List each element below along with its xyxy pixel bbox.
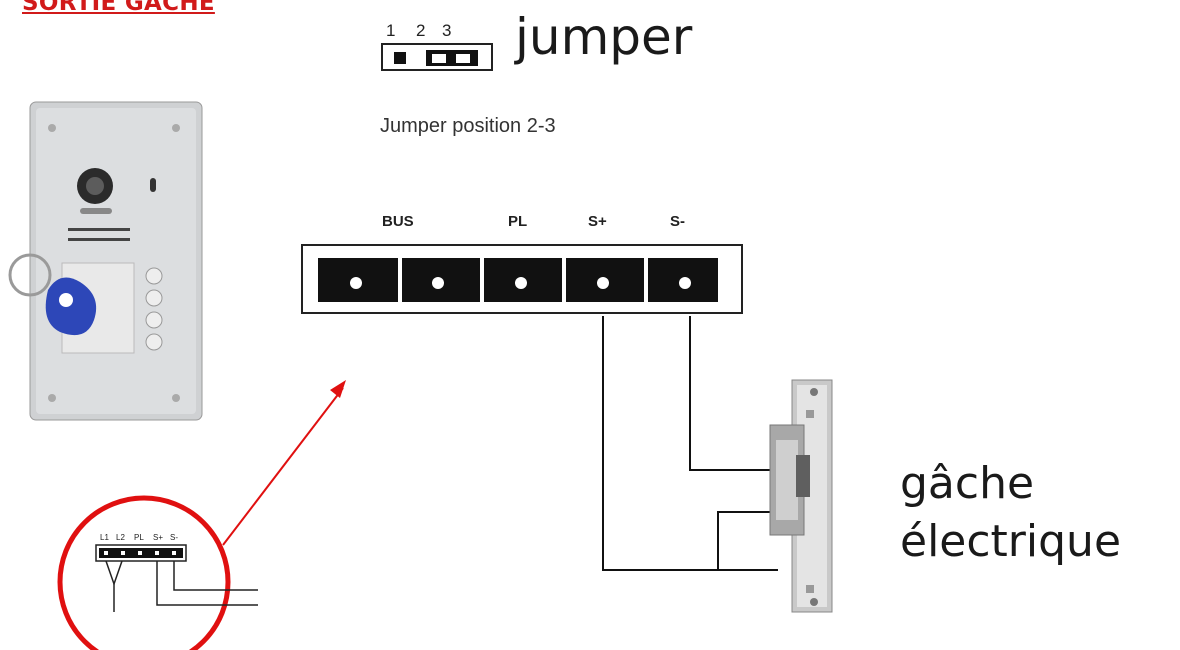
jumper-pin-1: 1	[386, 21, 395, 40]
terminal-screw-4	[597, 277, 609, 289]
key-fob-icon	[8, 253, 97, 336]
jumper-icon: 1 2 3	[381, 21, 493, 71]
mini-label-pl: PL	[134, 533, 144, 542]
terminal-block	[301, 244, 743, 314]
jumper-pin-3: 3	[442, 21, 451, 40]
terminal-screw-5	[679, 277, 691, 289]
door-station-icon	[8, 101, 203, 421]
terminal-label-pl: PL	[508, 213, 528, 230]
terminal-screw-1	[350, 277, 362, 289]
terminal-label-s-minus: S-	[670, 213, 685, 230]
mini-label-l1: L1	[100, 533, 109, 542]
lock-wires	[602, 316, 778, 571]
electric-strike-label-line2: électrique	[900, 516, 1122, 567]
highlight-circle	[57, 495, 231, 650]
page-title: SORTIE GACHE	[22, 0, 215, 16]
mini-label-s-minus: S-	[170, 533, 178, 542]
electric-strike-label: gâche électrique	[900, 455, 1121, 571]
jumper-label: jumper	[515, 8, 693, 66]
mini-label-s-plus: S+	[153, 533, 163, 542]
mini-label-l2: L2	[116, 533, 125, 542]
terminal-screw-3	[515, 277, 527, 289]
electric-strike-icon	[769, 379, 833, 613]
speaker-grille	[68, 228, 130, 241]
arrow-indicator	[222, 380, 346, 546]
terminal-label-s-plus: S+	[588, 213, 607, 230]
jumper-pin-2: 2	[416, 21, 425, 40]
electric-strike-label-line1: gâche	[900, 458, 1035, 509]
mini-terminal-block: L1 L2 PL S+ S-	[95, 533, 258, 612]
jumper-position-text: Jumper position 2-3	[380, 115, 556, 137]
terminal-label-bus: BUS	[382, 213, 414, 230]
terminal-screw-2	[432, 277, 444, 289]
